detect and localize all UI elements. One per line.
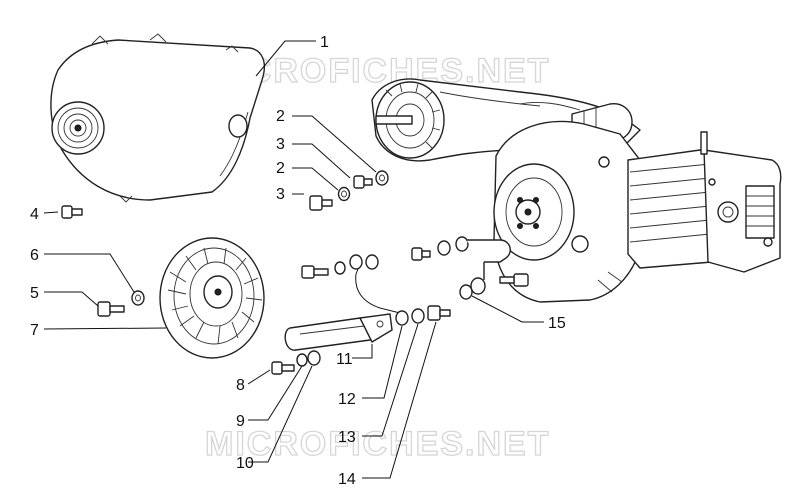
screw-4 (61, 205, 83, 219)
callout-5: 5 (30, 285, 39, 302)
fan-cover (50, 33, 266, 203)
callout-11: 11 (336, 351, 353, 368)
air-duct-11 (284, 313, 393, 351)
washer-9 (296, 353, 308, 367)
washer-2-upper (375, 170, 389, 186)
leader-lines (43, 40, 544, 479)
watermark-bottom: MICROFICHES.NET (205, 425, 550, 463)
washer-13 (411, 308, 425, 324)
screw-3-upper (353, 175, 373, 189)
cooling-fan (159, 237, 265, 359)
oil-pipe (301, 236, 529, 315)
washer-6 (131, 290, 145, 306)
screw-5 (97, 301, 125, 317)
callout-13: 13 (338, 429, 356, 446)
callout-10: 10 (236, 455, 254, 472)
screw-8 (271, 361, 295, 375)
screw-14 (427, 305, 451, 321)
callout-3-lower: 3 (276, 186, 285, 203)
callout-2-upper: 2 (276, 108, 285, 125)
callout-15: 15 (548, 315, 566, 332)
washer-12 (395, 310, 409, 326)
callout-14: 14 (338, 471, 356, 488)
callout-12: 12 (338, 391, 356, 408)
callout-6: 6 (30, 247, 39, 264)
screw-3-lower (309, 195, 333, 211)
callout-2-lower: 2 (276, 160, 285, 177)
callout-1: 1 (320, 34, 329, 51)
callout-9: 9 (236, 413, 245, 430)
washer-10 (307, 350, 321, 366)
callout-7: 7 (30, 322, 39, 339)
callout-labels: 1 2 3 2 3 4 6 5 7 11 8 9 10 12 13 14 15 (30, 34, 566, 488)
callout-4: 4 (30, 206, 39, 223)
engine-assembly (371, 78, 782, 303)
callout-3-upper: 3 (276, 136, 285, 153)
washer-2-lower (337, 186, 351, 202)
callout-8: 8 (236, 377, 245, 394)
